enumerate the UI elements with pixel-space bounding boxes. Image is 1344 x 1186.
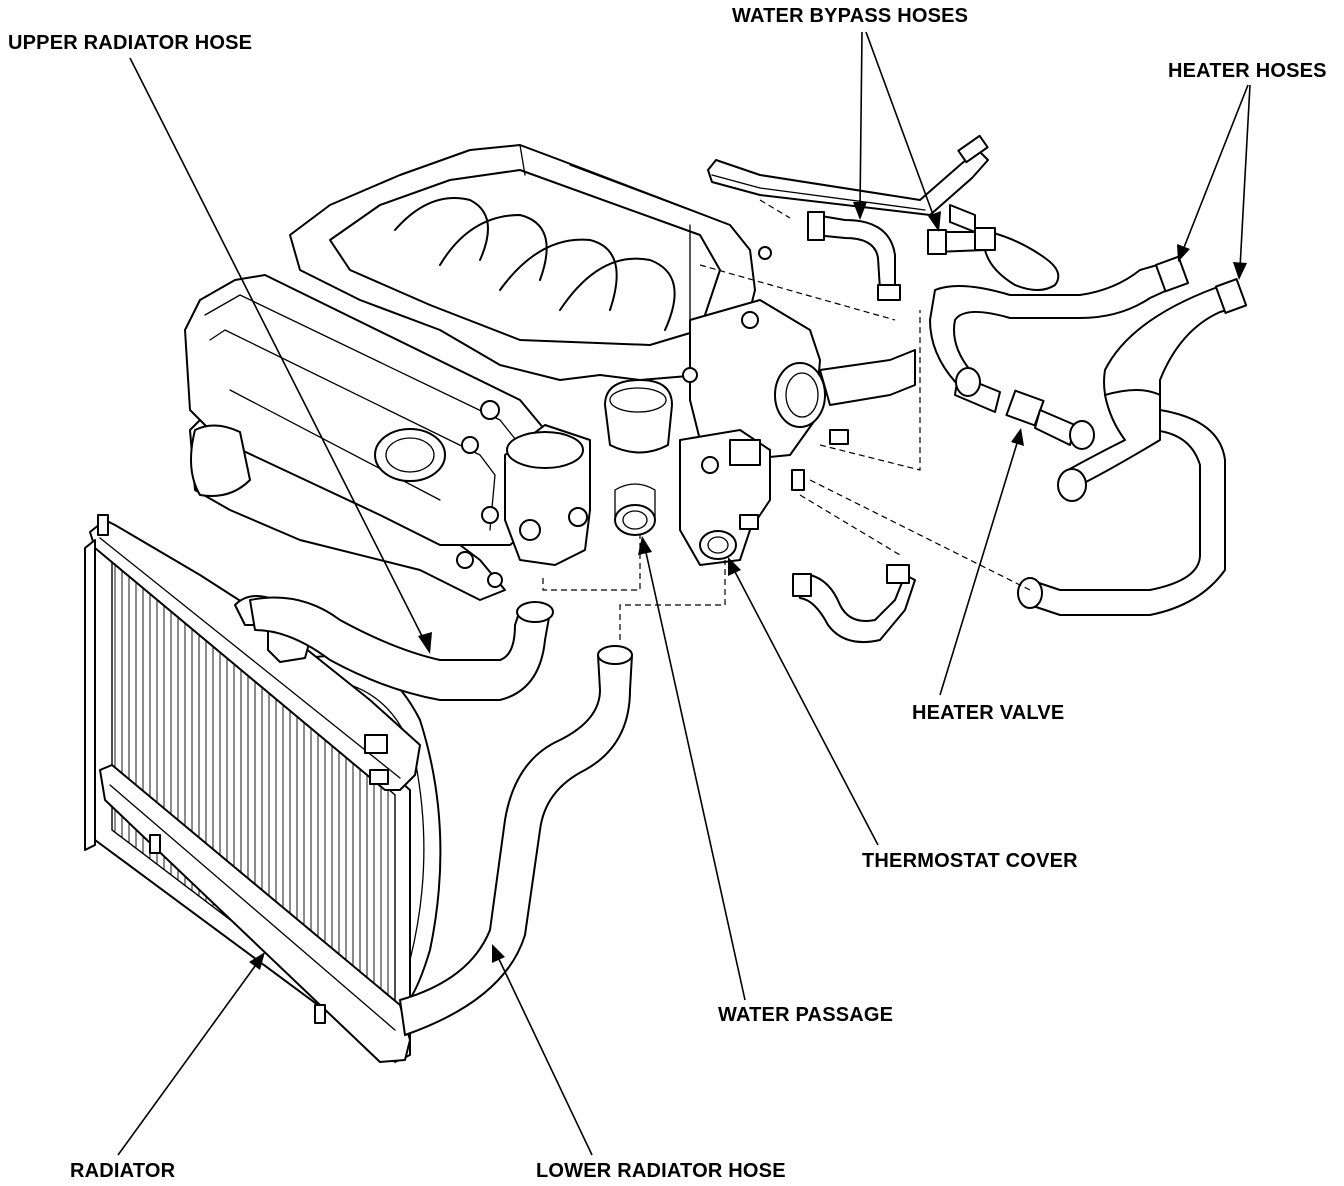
water-passage-ring	[614, 504, 656, 536]
label-upper-radiator-hose: UPPER RADIATOR HOSE	[8, 32, 252, 54]
label-water-passage: WATER PASSAGE	[718, 1004, 893, 1026]
small-bypass-hose	[792, 564, 916, 644]
water-bypass-hose-right	[927, 204, 1060, 291]
thermostat-cover-ring	[699, 530, 737, 560]
radiator-top-tank	[89, 519, 421, 791]
label-heater-hoses: HEATER HOSES	[1168, 60, 1327, 82]
water-bypass-hose-left	[807, 211, 901, 301]
leader-lines	[117, 31, 1251, 1156]
water-bypass-pipe	[707, 134, 989, 216]
callout-labels: UPPER RADIATOR HOSE WATER BYPASS HOSES H…	[8, 5, 1327, 1182]
engine-assembly	[184, 144, 916, 601]
heater-valve	[954, 367, 1095, 450]
heater-hose-lower	[1017, 278, 1248, 616]
assembly-guide-lines	[542, 199, 1031, 640]
label-water-bypass-hoses: WATER BYPASS HOSES	[732, 5, 968, 27]
oil-filler-cap	[374, 428, 446, 482]
upper-radiator-hose	[249, 596, 554, 701]
label-lower-radiator-hose: LOWER RADIATOR HOSE	[536, 1160, 786, 1182]
label-radiator: RADIATOR	[70, 1160, 176, 1182]
lower-radiator-hose	[399, 645, 633, 1036]
label-heater-valve: HEATER VALVE	[912, 702, 1064, 724]
radiator	[84, 514, 442, 1063]
label-thermostat-cover: THERMOSTAT COVER	[862, 850, 1078, 872]
egr-valve	[604, 379, 673, 454]
